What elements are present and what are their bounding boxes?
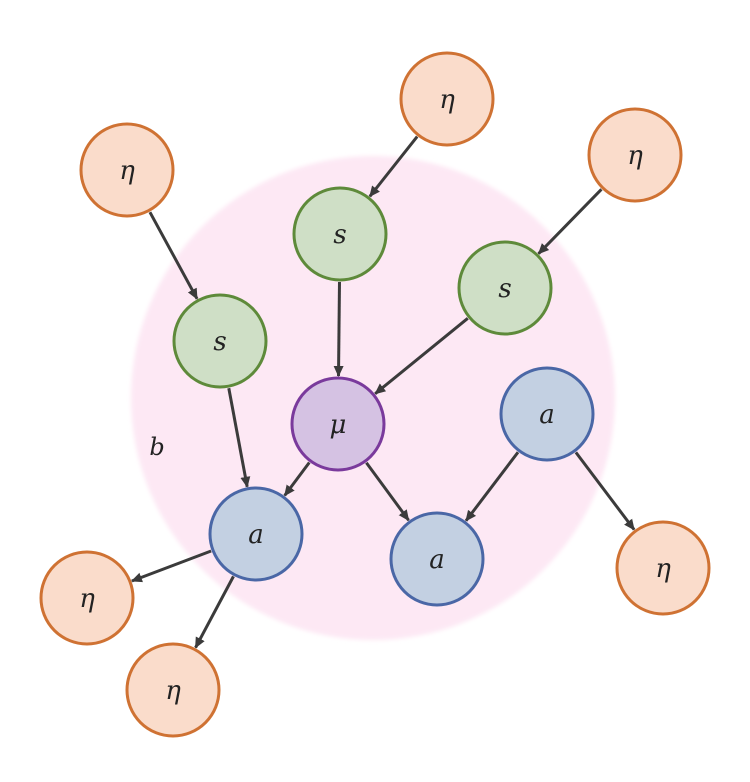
- edge-eta-1-to-s-1: [148, 211, 199, 300]
- node-a-3: a: [499, 366, 595, 462]
- edge-s-2-to-mu: [333, 281, 344, 378]
- edge-mu-to-a-2: [365, 461, 410, 522]
- node-label: η: [627, 141, 643, 171]
- node-eta-1: η: [79, 122, 175, 218]
- edge-s-1-to-a-1: [227, 387, 251, 488]
- edge-a-3-to-eta-6: [574, 451, 636, 531]
- sensory-state-circle: [292, 186, 388, 282]
- node-eta-3: η: [587, 107, 683, 203]
- node-s-1: s: [172, 293, 268, 389]
- node-label: a: [248, 520, 264, 550]
- edge-a-3-to-a-2: [464, 451, 520, 522]
- sensory-state-circle: [172, 293, 268, 389]
- external-state-circle: [39, 550, 135, 646]
- edge-a-1-to-eta-5: [194, 575, 235, 649]
- external-state-circle: [615, 520, 711, 616]
- node-label: s: [213, 327, 226, 357]
- edge-eta-3-to-s-3: [537, 188, 603, 255]
- edge-eta-2-to-s-2: [368, 135, 419, 198]
- node-mu: μ: [290, 376, 386, 472]
- node-label: η: [655, 554, 671, 584]
- active-state-circle: [389, 511, 485, 607]
- active-state-circle: [208, 486, 304, 582]
- node-label: a: [539, 400, 555, 430]
- external-state-circle: [587, 107, 683, 203]
- node-s-2: s: [292, 186, 388, 282]
- node-eta-6: η: [615, 520, 711, 616]
- external-state-circle: [79, 122, 175, 218]
- node-eta-4: η: [39, 550, 135, 646]
- nodes: η η η s s s μ a a a η η η: [39, 51, 711, 738]
- node-label: s: [333, 220, 346, 250]
- node-eta-5: η: [125, 642, 221, 738]
- node-a-1: a: [208, 486, 304, 582]
- node-label: a: [429, 545, 445, 575]
- node-label: η: [165, 676, 181, 706]
- edge-a-1-to-eta-4: [130, 549, 212, 583]
- external-state-circle: [125, 642, 221, 738]
- edge-s-3-to-mu: [374, 317, 469, 395]
- active-state-circle: [499, 366, 595, 462]
- node-s-3: s: [457, 240, 553, 336]
- external-state-circle: [399, 51, 495, 147]
- node-label: η: [79, 584, 95, 614]
- sensory-state-circle: [457, 240, 553, 336]
- node-label: η: [439, 85, 455, 115]
- node-eta-2: η: [399, 51, 495, 147]
- node-label: s: [498, 274, 511, 304]
- edges: [130, 135, 636, 649]
- blanket-label: b: [149, 433, 164, 461]
- node-label: η: [119, 156, 135, 186]
- node-label: μ: [330, 410, 347, 440]
- internal-state-circle: [290, 376, 386, 472]
- node-a-2: a: [389, 511, 485, 607]
- edge-mu-to-a-1: [283, 461, 311, 497]
